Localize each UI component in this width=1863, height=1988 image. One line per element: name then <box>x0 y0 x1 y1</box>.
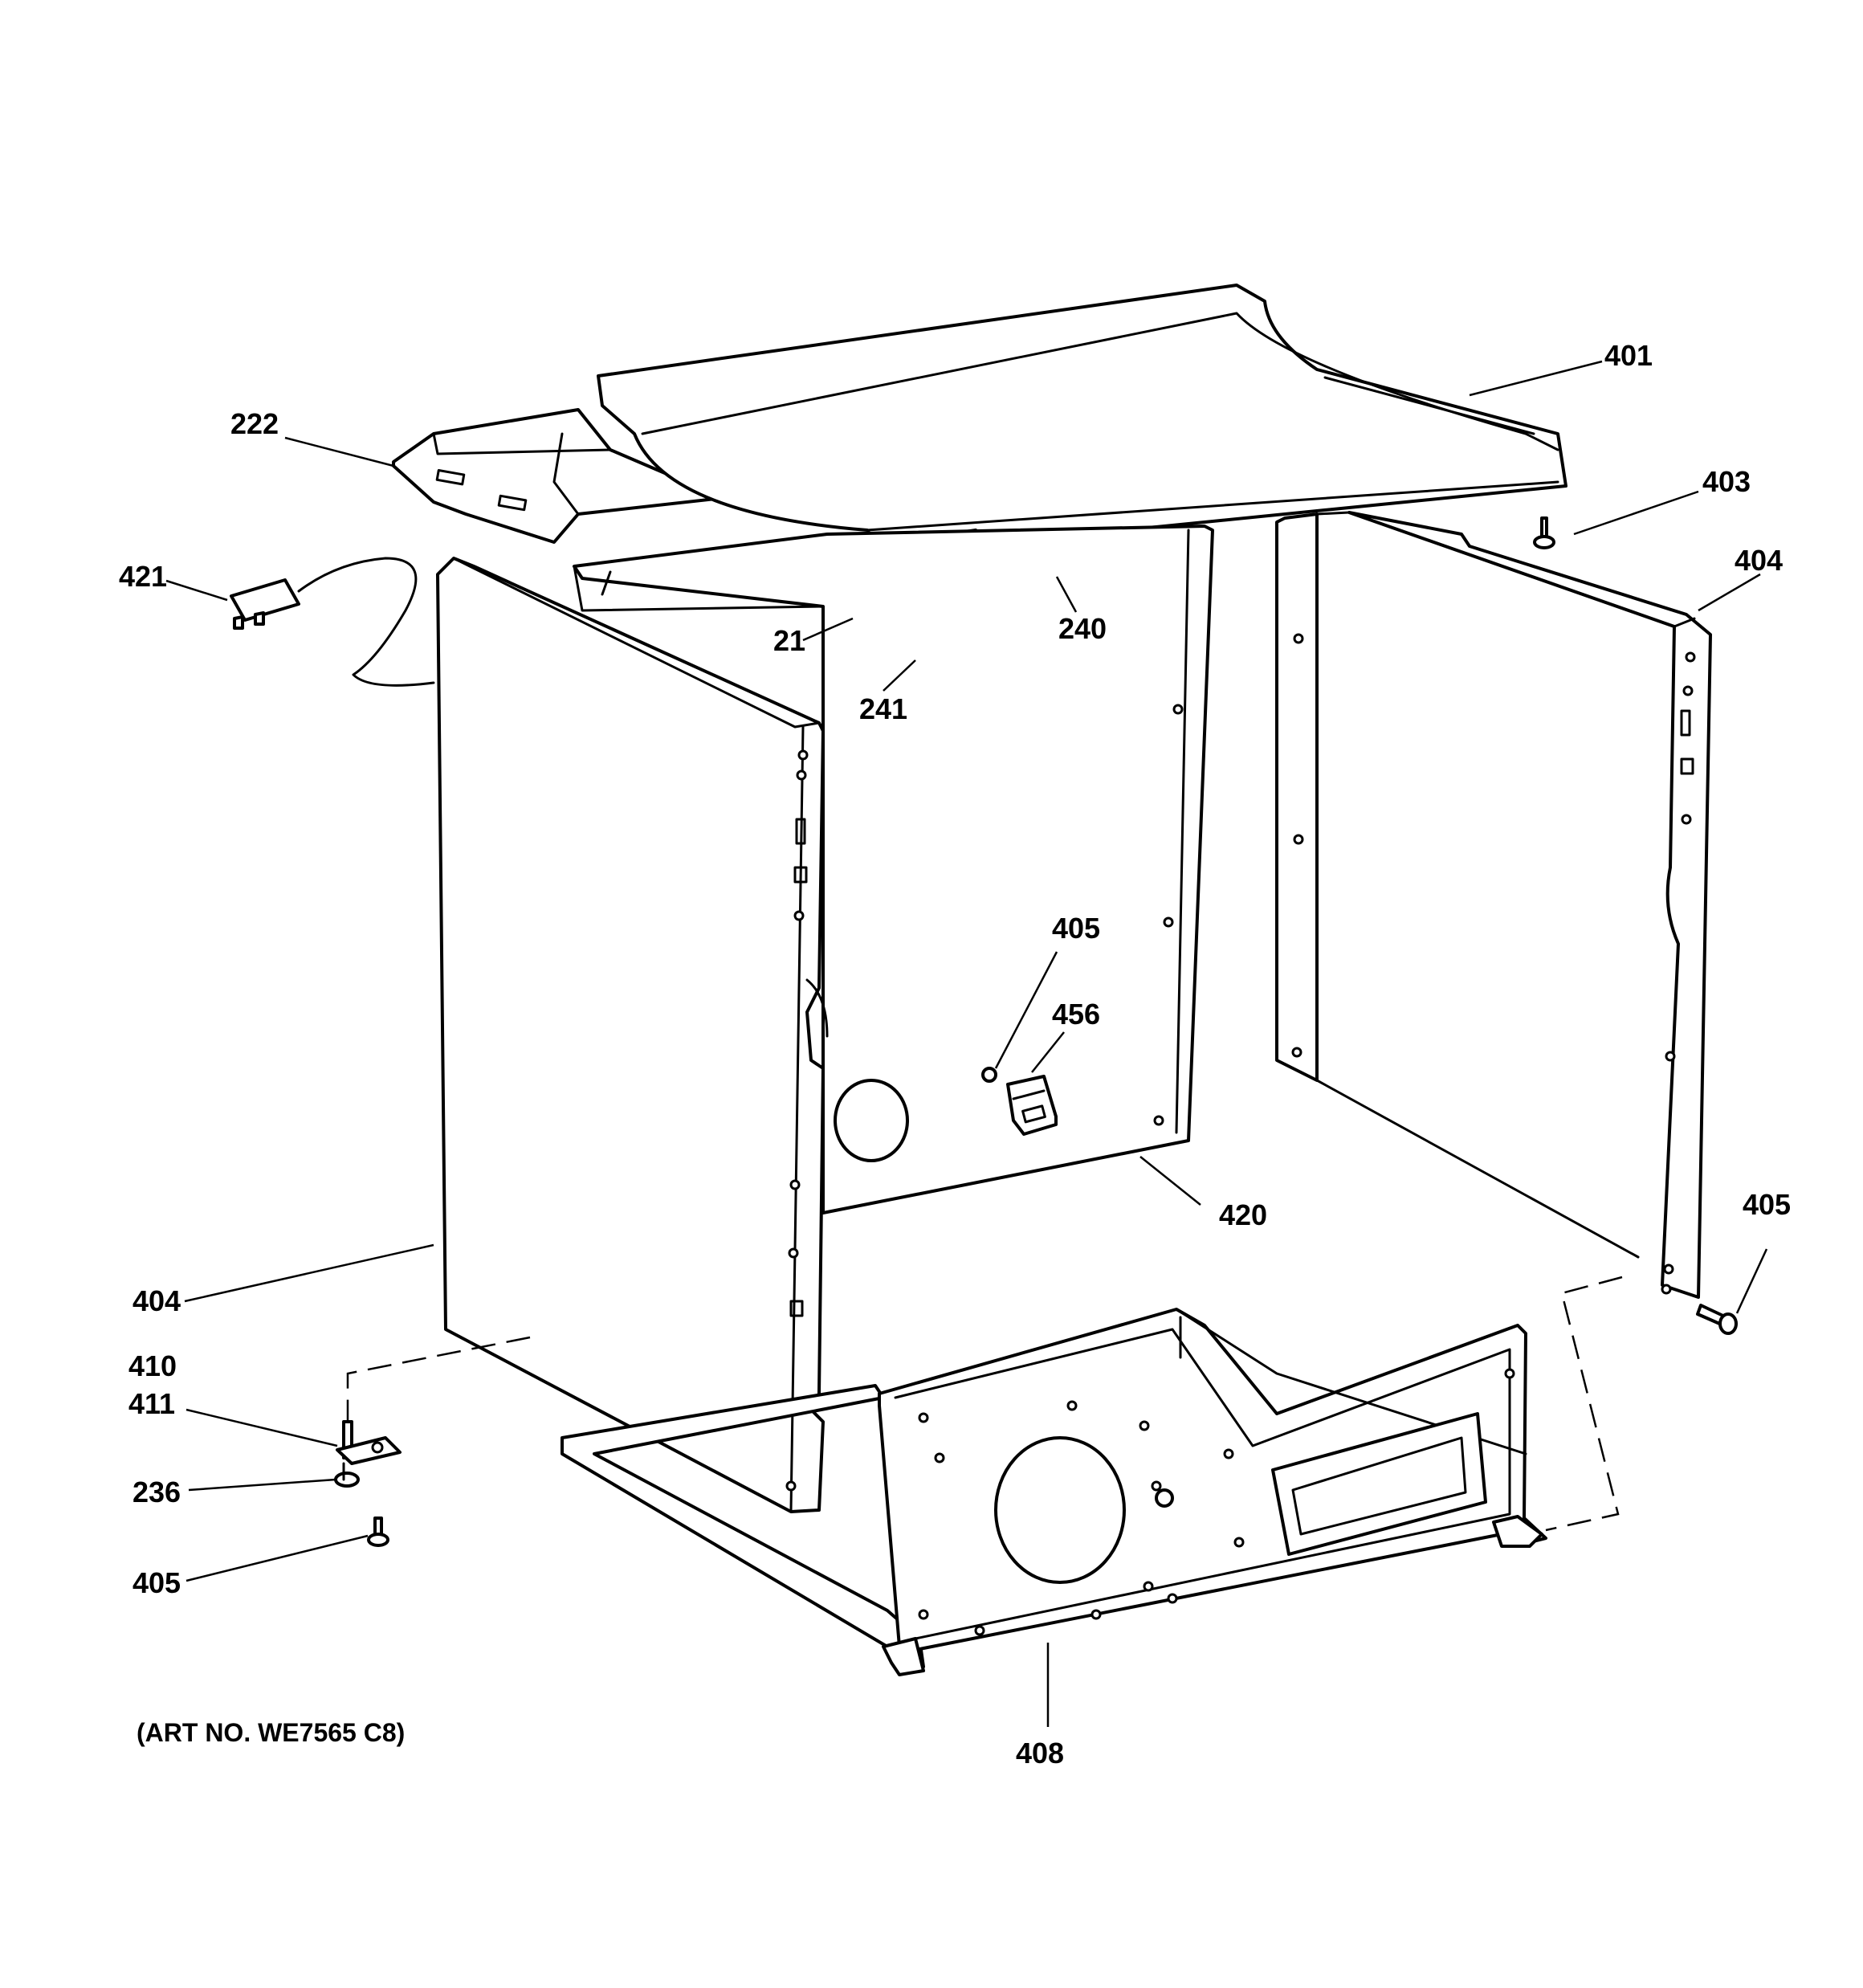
callout-21: 21 <box>773 624 805 657</box>
part-403-screw <box>1533 516 1555 549</box>
callout-236: 236 <box>132 1476 181 1508</box>
part-421-power-cord <box>230 557 435 687</box>
callout-222: 222 <box>230 407 279 440</box>
callout-405-foot: 405 <box>132 1566 181 1599</box>
part-236-foot <box>334 1462 360 1488</box>
callout-410: 410 <box>128 1349 177 1382</box>
leader-lines <box>165 360 1768 1727</box>
part-404-side-panel-left <box>436 557 829 1513</box>
callout-labels: 401 222 403 404 421 240 21 241 405 456 4… <box>119 339 1791 1770</box>
art-number: (ART NO. WE7565 C8) <box>137 1718 405 1747</box>
part-405-screw-foot <box>367 1517 389 1547</box>
part-405-screw-right <box>1696 1304 1738 1335</box>
part-456-bracket <box>1006 1075 1058 1136</box>
callout-456: 456 <box>1052 998 1100 1031</box>
part-222-top-bracket <box>392 408 724 544</box>
callout-403: 403 <box>1702 465 1751 498</box>
callout-401: 401 <box>1604 339 1653 372</box>
part-401-top-panel <box>597 284 1567 556</box>
callout-404-left: 404 <box>132 1284 181 1317</box>
part-404-side-panel-right <box>1275 511 1712 1299</box>
part-408-base <box>561 1308 1547 1676</box>
callout-420: 420 <box>1219 1198 1267 1231</box>
part-410-411-leveling-leg <box>336 1420 402 1465</box>
callout-240: 240 <box>1058 612 1107 645</box>
callout-411: 411 <box>128 1387 175 1420</box>
holes-rear-panel <box>1153 704 1184 1126</box>
holes-base <box>918 1368 1515 1636</box>
holes-left-panel <box>785 749 809 1492</box>
holes-right-panel <box>1291 633 1696 1295</box>
callout-405-right: 405 <box>1743 1188 1791 1221</box>
part-405-screw-rear <box>981 1067 997 1083</box>
assembly-dash-left <box>346 1336 531 1422</box>
callout-408: 408 <box>1016 1737 1064 1770</box>
assembly-dash-right <box>1545 1276 1623 1532</box>
callout-404-right: 404 <box>1735 544 1783 577</box>
part-420-rear-panel <box>573 525 1214 1214</box>
callout-241: 241 <box>859 692 907 725</box>
callout-405-rear: 405 <box>1052 912 1100 945</box>
callout-421: 421 <box>119 560 167 593</box>
